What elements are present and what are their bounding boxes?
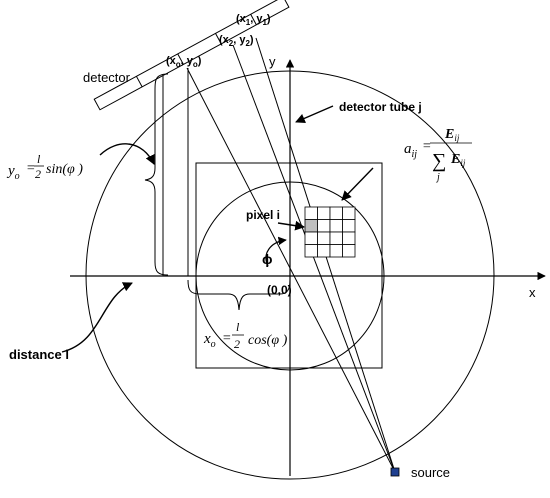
- detector-tube-label: detector tube j: [339, 100, 422, 114]
- x0-lhs: xo: [203, 331, 216, 350]
- x0-fn: cos(φ ): [248, 333, 288, 348]
- aij-sum-sub: j: [435, 172, 440, 183]
- pixel-cell: [317, 231, 331, 245]
- source-label: source: [411, 465, 450, 480]
- y0-fn: sin(φ ): [46, 162, 83, 177]
- pixel-cell: [304, 231, 318, 245]
- pixel-cell: [342, 231, 356, 245]
- aij-lhs: aij: [404, 141, 417, 160]
- arrow-aij: [341, 167, 374, 201]
- detector-label: detector: [83, 70, 131, 85]
- pixel-cell: [342, 206, 356, 220]
- phi-label: ϕ: [262, 251, 273, 267]
- pixel-cell: [329, 219, 343, 233]
- detector-bar: [93, 0, 290, 111]
- x0-num: l: [236, 320, 240, 334]
- pixel-grid: [304, 206, 356, 258]
- pixel-cell: [342, 244, 356, 258]
- pixel-label: pixel i: [246, 208, 280, 222]
- y0-lhs: yo: [6, 163, 20, 182]
- x0-den: 2: [234, 337, 240, 351]
- point-0-label: (xo, yo): [166, 55, 202, 69]
- pixel-cell: [329, 244, 343, 258]
- aij-den: Eij: [450, 152, 466, 168]
- phi-arc-arrow: [265, 236, 287, 267]
- ray-0: [186, 67, 396, 473]
- pixel-cell: [329, 206, 343, 220]
- formula-y0: yo = l 2 sin(φ ): [6, 152, 83, 182]
- y0-brace: [144, 73, 169, 276]
- arrow-detector-tube: [295, 105, 334, 123]
- y-axis-label: y: [269, 54, 276, 69]
- aij-num: Eij: [444, 127, 460, 143]
- y0-eq: =: [26, 161, 35, 176]
- pixel-cell: [342, 219, 356, 233]
- pixel-cell: [304, 244, 318, 258]
- pixel-cell: [317, 206, 331, 220]
- pixel-cell: [304, 206, 318, 220]
- x0-brace: [187, 279, 291, 311]
- point-2-label: (x2, y2): [219, 34, 254, 48]
- formula-x0: xo = l 2 cos(φ ): [203, 320, 288, 351]
- arrow-pixel: [277, 220, 305, 231]
- arrow-distance: [61, 282, 133, 353]
- y0-den: 2: [35, 167, 41, 181]
- pixel-cell: [317, 244, 331, 258]
- arrow-y0: [99, 143, 155, 165]
- formula-aij: aij = Eij ∑ j Eij: [404, 127, 472, 183]
- point-1-label: (x1, y1): [236, 13, 271, 27]
- pixel-cell: [317, 219, 331, 233]
- pixel-cell: [304, 219, 318, 233]
- ray-1: [232, 44, 396, 473]
- aij-sum: ∑: [432, 150, 446, 172]
- y0-num: l: [37, 152, 41, 166]
- x0-eq: =: [222, 331, 231, 346]
- pixel-cell: [329, 231, 343, 245]
- x-axis-label: x: [529, 285, 536, 300]
- origin-label: (0,0): [267, 283, 292, 297]
- distance-label: distance l: [9, 347, 69, 362]
- aij-eq: =: [422, 139, 431, 154]
- source-marker: [390, 467, 400, 477]
- image-square: [195, 162, 383, 369]
